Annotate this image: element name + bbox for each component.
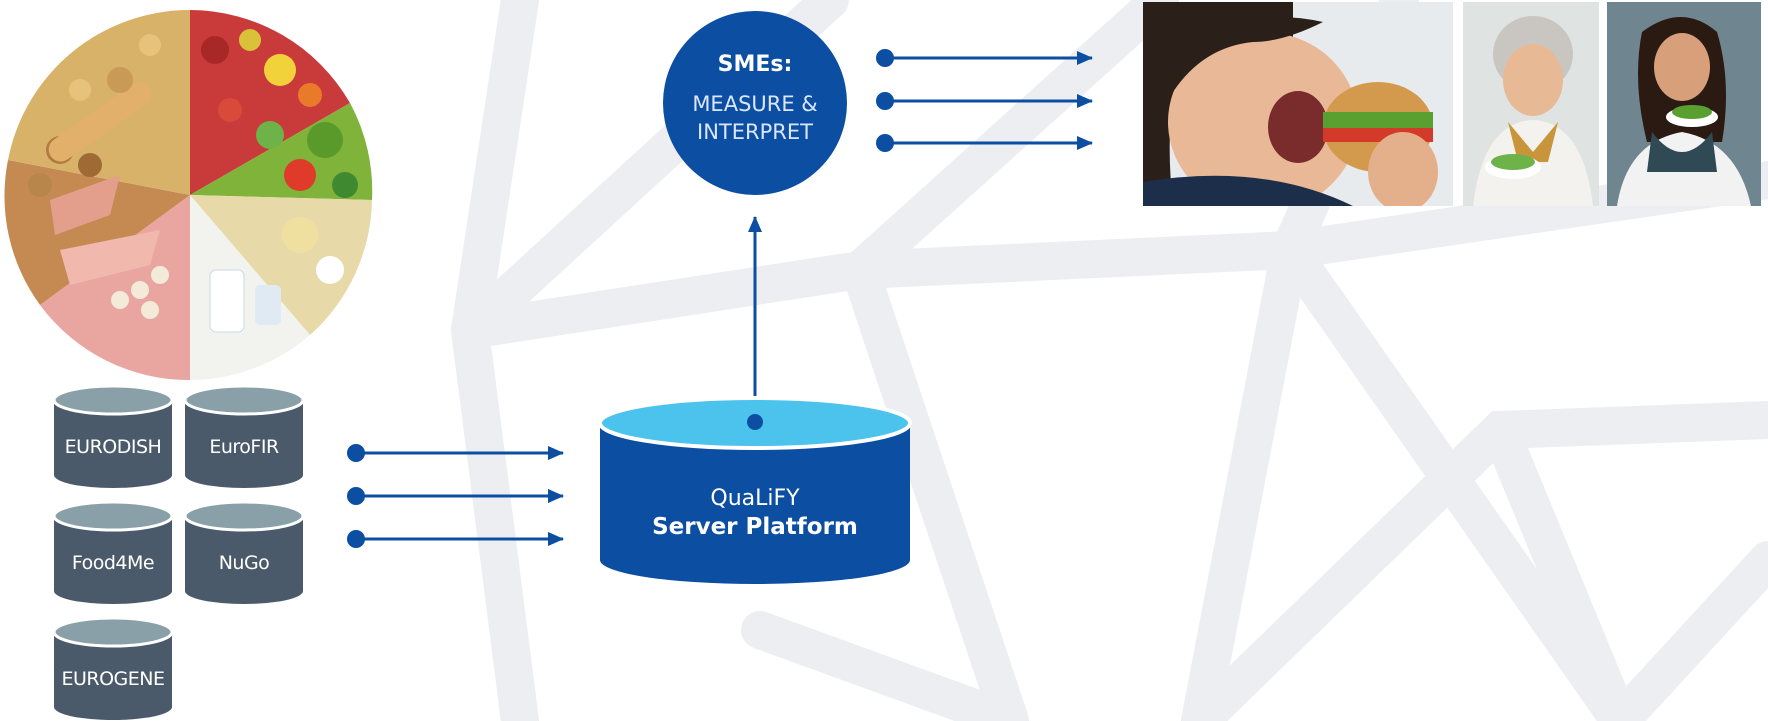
db-nugo [183, 500, 305, 604]
woman-eating-salad-icon [1607, 2, 1761, 206]
sme-line-1: MEASURE & [692, 92, 818, 116]
db-eurogene [52, 616, 174, 720]
db-label-food4me: Food4Me [71, 552, 155, 574]
sme-line-2: INTERPRET [697, 120, 813, 144]
db-eurodish [52, 384, 174, 488]
db-food4me [52, 500, 174, 604]
db-label-eurofir: EuroFIR [209, 436, 279, 458]
child-eating-burger-icon [1143, 2, 1453, 206]
db-to-platform-arrows [347, 444, 564, 548]
db-label-eurodish: EURODISH [64, 436, 162, 458]
sme-subtitle: MEASURE & INTERPRET [663, 90, 847, 146]
db-eurofir [183, 384, 305, 488]
db-label-nugo: NuGo [218, 552, 270, 574]
child-eating-burger-photo [1143, 2, 1453, 206]
sme-to-consumers-arrows [876, 49, 1093, 152]
db-label-eurogene: EUROGENE [61, 668, 165, 690]
senior-woman-icon [1463, 2, 1599, 206]
food-plate-icon [4, 9, 373, 381]
platform-name: QuaLiFY [710, 486, 800, 511]
woman-eating-salad-photo [1607, 2, 1761, 206]
platform-cylinder [598, 396, 912, 584]
platform-subtitle: Server Platform [652, 514, 858, 540]
sme-circle [663, 11, 847, 195]
sme-title: SMEs: [717, 52, 793, 77]
senior-woman-with-salad-photo [1463, 2, 1599, 206]
